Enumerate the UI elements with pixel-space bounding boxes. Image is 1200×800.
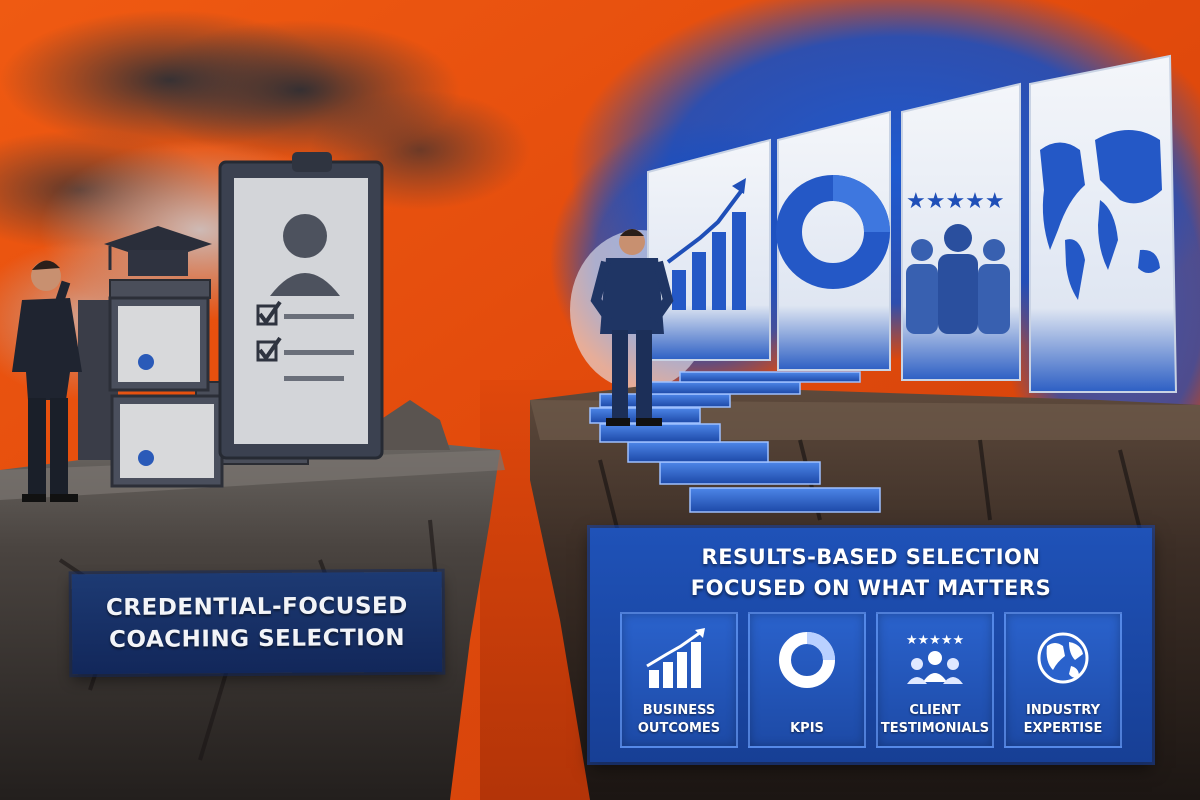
five-stars-people-icon: ★★★★★ — [906, 633, 964, 684]
tile-label-line1: BUSINESS — [642, 703, 716, 718]
tile-label: INDUSTRY EXPERTISE — [1006, 702, 1120, 738]
diploma-certificates — [108, 296, 224, 488]
right-caption-title: RESULTS-BASED SELECTION FOCUSED ON WHAT … — [590, 542, 1152, 604]
donut-chart-icon — [779, 632, 835, 688]
tile-label-line2: TESTIMONIALS — [880, 721, 990, 736]
tile-label-line1: INDUSTRY — [1025, 703, 1100, 718]
tile-label: CLIENT TESTIMONIALS — [878, 702, 992, 738]
right-caption-line2: FOCUSED ON WHAT MATTERS — [690, 576, 1052, 600]
tile-label: BUSINESS OUTCOMES — [622, 702, 736, 738]
tile-label: KPIS — [750, 720, 864, 738]
panel-world-map — [1029, 54, 1178, 393]
left-caption-line2: COACHING SELECTION — [109, 624, 406, 654]
bar-chart-growth-icon — [646, 628, 705, 688]
svg-text:★★★★★: ★★★★★ — [906, 189, 1005, 214]
graduation-cap-icon — [104, 226, 212, 276]
svg-text:★★★★★: ★★★★★ — [906, 633, 964, 648]
left-businessman-figure — [12, 260, 82, 502]
right-caption-line1: RESULTS-BASED SELECTION — [701, 545, 1041, 569]
tile-label-line1: KPIS — [790, 721, 824, 736]
panel-stars-people: ★★★★★ — [901, 82, 1021, 381]
tile-label-line1: CLIENT — [909, 703, 961, 718]
stepping-stones — [589, 371, 881, 513]
right-caption-panel: RESULTS-BASED SELECTION FOCUSED ON WHAT … — [590, 528, 1152, 762]
left-caption-line1: CREDENTIAL-FOCUSED — [105, 592, 408, 622]
left-caption-banner: CREDENTIAL-FOCUSED COACHING SELECTION — [71, 571, 443, 675]
criteria-tiles: BUSINESS OUTCOMES KPIS ★★★★★ — [620, 612, 1122, 748]
tile-industry-expertise: INDUSTRY EXPERTISE — [1004, 612, 1122, 748]
tile-label-line2: EXPERTISE — [1023, 721, 1103, 736]
clipboard-resume — [218, 152, 384, 460]
tile-client-testimonials: ★★★★★ CLIENT TESTIMONIALS — [876, 612, 994, 748]
panel-donut-chart — [776, 110, 891, 371]
globe-icon — [1037, 632, 1089, 684]
tile-business-outcomes: BUSINESS OUTCOMES — [620, 612, 738, 748]
panel-growth-chart — [647, 138, 771, 361]
tile-kpis: KPIS — [748, 612, 866, 748]
tile-label-line2: OUTCOMES — [637, 721, 721, 736]
right-businessman-figure — [590, 229, 674, 426]
